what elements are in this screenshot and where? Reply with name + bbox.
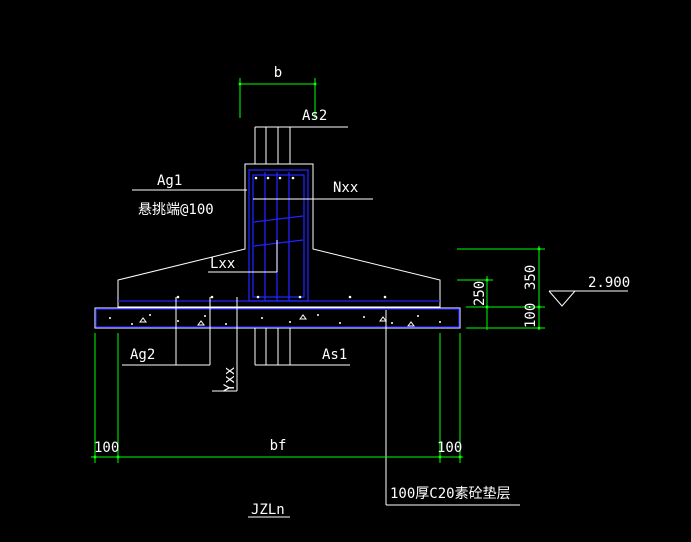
cushion-layer xyxy=(94,307,461,329)
dimension-lines xyxy=(91,78,545,463)
elevation-label: 2.900 xyxy=(588,275,630,291)
dim-100-right-label: 100 xyxy=(523,303,539,328)
rebar-dots xyxy=(176,176,387,299)
cushion-label: 100厚C20素砼垫层 xyxy=(390,486,511,502)
hanging-end-label: 悬挑端@100 xyxy=(138,202,214,218)
beam-name-label: JZLn xyxy=(251,502,285,518)
dim-bf-label: bf xyxy=(270,438,287,454)
dim-100-left-label: 100 xyxy=(94,440,119,456)
ag2-label: Ag2 xyxy=(130,347,155,363)
dim-b-label: b xyxy=(274,65,282,81)
yxx-label: Yxx xyxy=(222,367,238,392)
leader-lines xyxy=(122,126,628,518)
lxx-label: Lxx xyxy=(210,256,235,272)
dim-350-label: 350 xyxy=(523,265,539,290)
cushion-hatch xyxy=(109,314,441,327)
dim-250-label: 250 xyxy=(472,281,488,306)
ag1-label: Ag1 xyxy=(157,173,182,189)
as1-label: As1 xyxy=(322,347,347,363)
dimension-ticks xyxy=(93,82,541,459)
nxx-label: Nxx xyxy=(333,180,358,196)
dim-100-bottom-label: 100 xyxy=(437,440,462,456)
as2-label: As2 xyxy=(302,108,327,124)
foundation-outline xyxy=(117,163,441,308)
rebar-group xyxy=(118,169,440,302)
